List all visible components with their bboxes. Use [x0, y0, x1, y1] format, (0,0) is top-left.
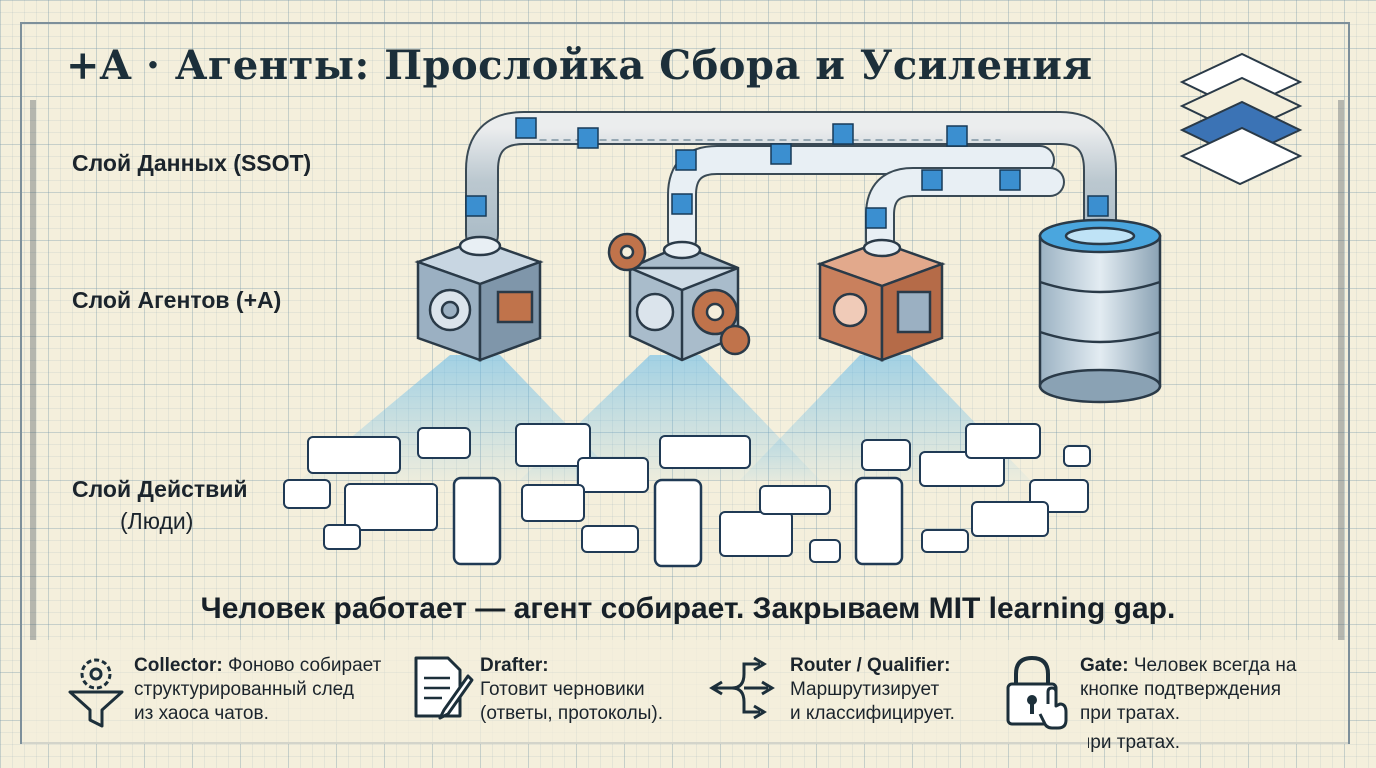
page-title: +A · Агенты: Прослойка Сбора и Усиления — [66, 42, 1093, 89]
legend-line-gate-1: Человек всегда на — [1133, 655, 1297, 676]
legend-line-gate-3: при тратах. — [1080, 703, 1181, 724]
agent-collector-machine — [414, 235, 544, 362]
legend-band — [22, 640, 1348, 744]
agent-router-machine — [816, 238, 946, 362]
legend-line-router-1: Маршрутизирует — [790, 679, 940, 700]
padlock-hand-icon — [1006, 655, 1068, 730]
layer-label-actions-sub: (Люди) — [120, 508, 194, 534]
phones — [452, 476, 904, 568]
legend-line-gate-2: кнопке подтверждения — [1080, 679, 1282, 700]
legend-line-drafter-1: Готовит черновики — [480, 679, 645, 700]
router-arrows-icon — [709, 656, 775, 720]
data-packets — [465, 117, 1109, 229]
document-pencil-icon — [414, 656, 474, 720]
legend-line-drafter-2: (ответы, протоколы). — [480, 703, 663, 724]
margin-ruler-left — [30, 100, 36, 640]
margin-ruler-right — [1338, 100, 1344, 640]
legend-line-collector-2: структурированный след — [134, 679, 354, 700]
ssot-database — [1038, 218, 1162, 404]
legend-name-drafter: Drafter: — [480, 655, 549, 676]
legend-name-router: Router / Qualifier: — [790, 655, 951, 676]
tagline: Человек работает — агент собирает. Закры… — [200, 592, 1176, 625]
layer-label-data: Слой Данных (SSOT) — [72, 150, 312, 176]
legend-line-router-2: и классифицирует. — [790, 703, 955, 724]
architecture-diagram — [283, 52, 1303, 568]
legend-name-gate: Gate: — [1080, 655, 1129, 676]
legend-line-collector-1: Фоново собирает — [227, 655, 382, 676]
legend-line-collector-3: из хаоса чатов. — [134, 703, 269, 724]
layers-stack-icon — [1179, 52, 1303, 186]
funnel-gear-icon — [68, 658, 124, 728]
layer-label-agents: Слой Агентов (+A) — [72, 287, 282, 313]
agent-drafter-machine — [607, 232, 751, 362]
legend-name-collector: Collector: — [134, 655, 223, 676]
chat-bubbles — [283, 423, 1091, 563]
layer-label-actions: Слой Действий — [72, 476, 248, 502]
ghost-text: при тратах. — [1080, 732, 1181, 753]
